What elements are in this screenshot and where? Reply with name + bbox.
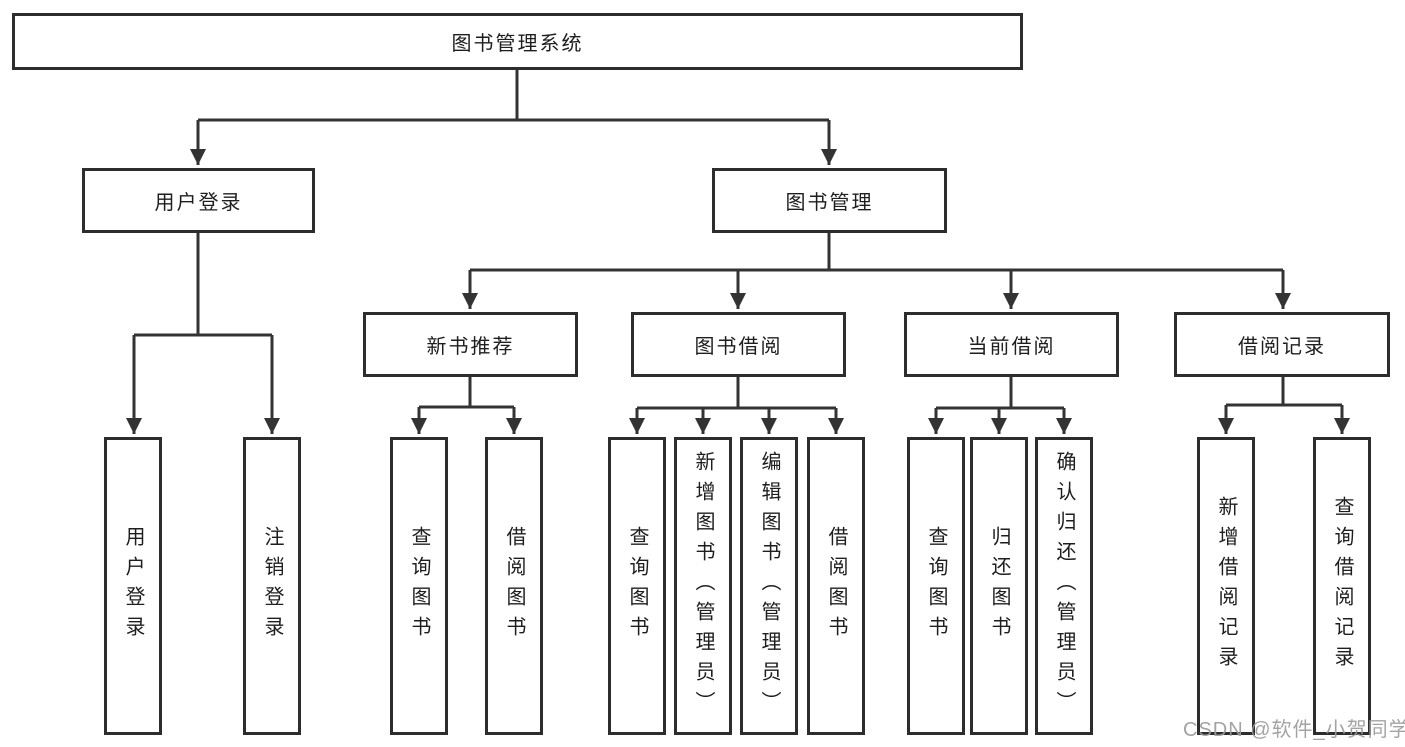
leaf-user-login: 用户登录 <box>104 437 162 735</box>
leaf-query-borrow-record: 查询借阅记录 <box>1313 437 1371 735</box>
leaf-add-borrow-record: 新增借阅记录 <box>1197 437 1255 735</box>
leaf-borrow-books-borrowing: 借阅图书 <box>807 437 865 735</box>
node-book-management: 图书管理 <box>712 168 947 233</box>
leaf-logout-login: 注销登录 <box>243 437 301 735</box>
node-current-borrowing: 当前借阅 <box>904 312 1119 377</box>
node-borrowing-records: 借阅记录 <box>1174 312 1390 377</box>
leaf-query-books-current: 查询图书 <box>907 437 965 735</box>
leaf-confirm-return-admin: 确认归还（管理员） <box>1035 437 1093 735</box>
leaf-query-books-borrowing: 查询图书 <box>608 437 666 735</box>
leaf-edit-books-admin: 编辑图书（管理员） <box>740 437 798 735</box>
node-library-management-system: 图书管理系统 <box>12 13 1023 70</box>
node-new-book-recommendation: 新书推荐 <box>363 312 578 377</box>
node-book-borrowing: 图书借阅 <box>631 312 846 377</box>
node-user-login: 用户登录 <box>82 168 315 233</box>
leaf-query-books-recommend: 查询图书 <box>390 437 448 735</box>
leaf-return-books: 归还图书 <box>970 437 1028 735</box>
csdn-watermark: CSDN @软件_小贺同学 <box>1183 719 1405 741</box>
leaf-borrow-books-recommend: 借阅图书 <box>485 437 543 735</box>
leaf-add-books-admin: 新增图书（管理员） <box>674 437 732 735</box>
